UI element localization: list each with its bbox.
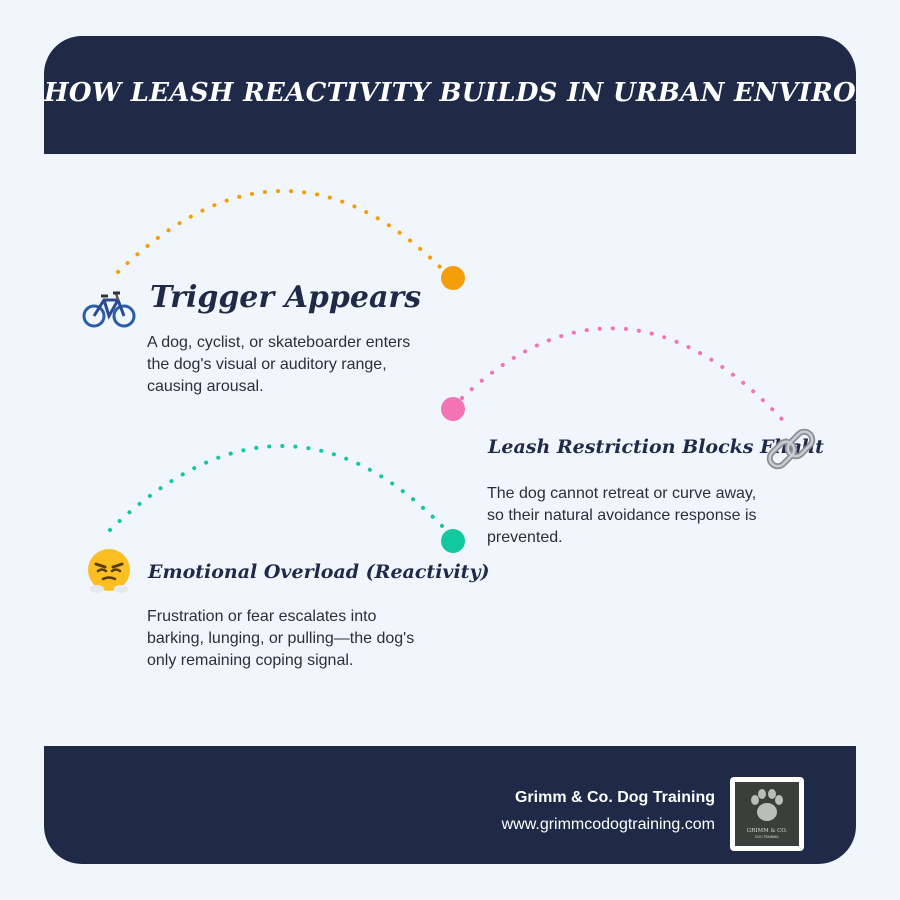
arc-step-3 bbox=[108, 444, 448, 532]
arc-step-2 bbox=[460, 326, 792, 430]
bicycle-icon bbox=[82, 288, 136, 334]
page-title: HOW LEASH REACTIVITY BUILDS IN URBAN ENV… bbox=[44, 78, 856, 108]
brand-url[interactable]: www.grimmcodogtraining.com bbox=[501, 816, 715, 833]
infographic-card: HOW LEASH REACTIVITY BUILDS IN URBAN ENV… bbox=[44, 36, 856, 864]
step-3-title: Emotional Overload (Reactivity) bbox=[148, 561, 490, 583]
brand-name: Grimm & Co. Dog Training bbox=[514, 789, 715, 806]
logo-badge: GRIMM & CO. DOG TRAINING bbox=[735, 782, 799, 846]
step-1-description: A dog, cyclist, or skateboarder enters t… bbox=[147, 334, 411, 395]
step-2-description: The dog cannot retreat or curve away, so… bbox=[487, 485, 757, 546]
node-step-3 bbox=[441, 529, 465, 553]
logo-text: GRIMM & CO. bbox=[747, 828, 788, 834]
brand-logo: GRIMM & CO. DOG TRAINING bbox=[730, 777, 804, 851]
node-step-1 bbox=[441, 266, 465, 290]
header-banner: HOW LEASH REACTIVITY BUILDS IN URBAN ENV… bbox=[44, 36, 856, 154]
node-step-2 bbox=[441, 397, 465, 421]
angry-face-icon bbox=[84, 546, 134, 600]
logo-subtext: DOG TRAINING bbox=[755, 835, 779, 839]
arc-step-1 bbox=[116, 189, 447, 274]
step-3-description: Frustration or fear escalates into barki… bbox=[147, 608, 415, 669]
footer-banner: Grimm & Co. Dog Training www.grimmcodogt… bbox=[44, 746, 856, 864]
step-1-title: Trigger Appears bbox=[150, 280, 422, 315]
paw-print-icon: GRIMM & CO. DOG TRAINING bbox=[747, 789, 788, 839]
step-2-title: Leash Restriction Blocks Flight bbox=[488, 436, 824, 458]
chain-link-icon bbox=[764, 424, 818, 480]
